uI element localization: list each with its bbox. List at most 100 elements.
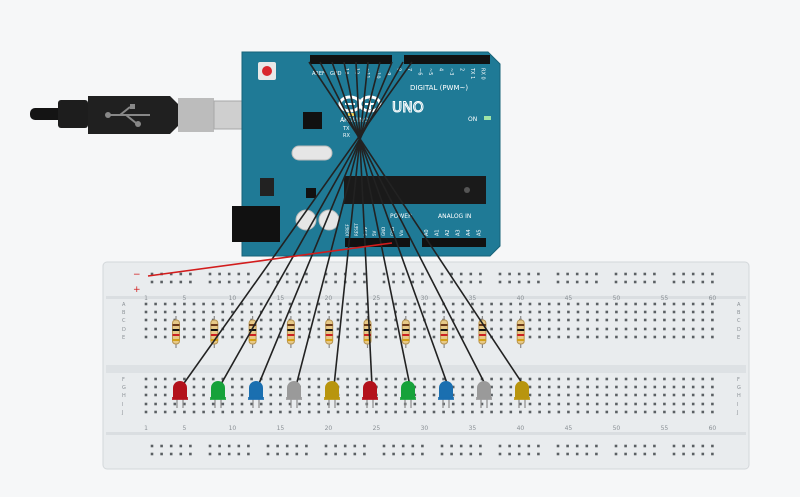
rail-hole[interactable]: [382, 280, 386, 284]
hole[interactable]: [336, 402, 340, 406]
rail-hole[interactable]: [237, 444, 241, 448]
hole[interactable]: [375, 410, 378, 414]
hole[interactable]: [528, 377, 532, 381]
hole[interactable]: [240, 402, 244, 406]
rail-hole[interactable]: [189, 272, 192, 276]
hole[interactable]: [403, 377, 407, 381]
hole[interactable]: [499, 410, 503, 414]
hole[interactable]: [528, 385, 532, 389]
hole[interactable]: [144, 327, 148, 331]
signal-wire[interactable]: [331, 61, 449, 387]
rail-hole[interactable]: [566, 444, 569, 448]
hole[interactable]: [691, 302, 695, 306]
hole[interactable]: [279, 393, 282, 397]
hole[interactable]: [595, 410, 599, 414]
hole[interactable]: [499, 385, 503, 389]
rail-hole[interactable]: [324, 444, 328, 448]
hole[interactable]: [192, 410, 196, 414]
hole[interactable]: [509, 377, 513, 381]
hole[interactable]: [336, 335, 340, 339]
hole[interactable]: [557, 385, 561, 389]
rail-hole[interactable]: [247, 280, 250, 284]
hole[interactable]: [317, 402, 321, 406]
hole[interactable]: [547, 310, 551, 314]
hole[interactable]: [634, 318, 637, 322]
hole[interactable]: [672, 310, 676, 314]
hole[interactable]: [547, 302, 551, 306]
hole[interactable]: [499, 318, 503, 322]
rail-hole[interactable]: [701, 452, 705, 456]
rail-hole[interactable]: [508, 444, 511, 448]
hole[interactable]: [595, 302, 599, 306]
hole[interactable]: [576, 410, 580, 414]
hole[interactable]: [557, 410, 561, 414]
hole[interactable]: [269, 327, 273, 331]
hole[interactable]: [634, 310, 637, 314]
rail-hole[interactable]: [624, 452, 627, 456]
hole[interactable]: [490, 377, 493, 381]
rail-hole[interactable]: [150, 444, 154, 448]
hole[interactable]: [509, 410, 513, 414]
rail-hole[interactable]: [266, 280, 270, 284]
hole[interactable]: [557, 327, 561, 331]
hole[interactable]: [432, 402, 436, 406]
hole[interactable]: [701, 385, 705, 389]
rail-hole[interactable]: [614, 272, 618, 276]
hole[interactable]: [567, 318, 570, 322]
hole[interactable]: [528, 335, 532, 339]
hole[interactable]: [701, 318, 705, 322]
hole[interactable]: [269, 377, 273, 381]
hole[interactable]: [519, 310, 522, 314]
hole[interactable]: [423, 385, 426, 389]
hole[interactable]: [663, 377, 666, 381]
hole[interactable]: [442, 310, 445, 314]
rail-hole[interactable]: [324, 280, 328, 284]
hole[interactable]: [355, 402, 359, 406]
hole[interactable]: [202, 302, 205, 306]
rail-hole[interactable]: [643, 280, 647, 284]
hole[interactable]: [144, 335, 148, 339]
rail-hole[interactable]: [624, 280, 627, 284]
hole[interactable]: [144, 385, 148, 389]
hole[interactable]: [605, 302, 609, 306]
hole[interactable]: [605, 327, 609, 331]
hole[interactable]: [538, 318, 541, 322]
rail-hole[interactable]: [247, 444, 250, 448]
rail-hole[interactable]: [527, 272, 531, 276]
signal-wire[interactable]: [219, 61, 404, 387]
hole[interactable]: [163, 318, 167, 322]
led-red[interactable]: [172, 381, 188, 408]
hole[interactable]: [624, 402, 628, 406]
hole[interactable]: [423, 402, 426, 406]
hole[interactable]: [307, 302, 311, 306]
hole[interactable]: [192, 377, 196, 381]
hole[interactable]: [202, 393, 205, 397]
hole[interactable]: [432, 302, 436, 306]
hole[interactable]: [298, 402, 301, 406]
hole[interactable]: [509, 402, 513, 406]
hole[interactable]: [528, 402, 532, 406]
hole[interactable]: [279, 402, 282, 406]
hole[interactable]: [144, 377, 148, 381]
rail-hole[interactable]: [517, 280, 521, 284]
hole[interactable]: [231, 410, 234, 414]
hole[interactable]: [240, 335, 244, 339]
rail-hole[interactable]: [411, 444, 415, 448]
rail-hole[interactable]: [469, 272, 473, 276]
rail-hole[interactable]: [353, 280, 357, 284]
hole[interactable]: [586, 410, 589, 414]
rail-hole[interactable]: [566, 452, 569, 456]
hole[interactable]: [634, 402, 637, 406]
hole[interactable]: [471, 410, 474, 414]
hole[interactable]: [663, 393, 666, 397]
hole[interactable]: [663, 327, 666, 331]
hole[interactable]: [442, 377, 445, 381]
rail-hole[interactable]: [527, 280, 531, 284]
hole[interactable]: [643, 335, 647, 339]
hole[interactable]: [250, 410, 253, 414]
rail-hole[interactable]: [411, 452, 415, 456]
usb-cable[interactable]: [30, 96, 245, 134]
hole[interactable]: [288, 302, 292, 306]
hole[interactable]: [192, 393, 196, 397]
hole[interactable]: [461, 393, 465, 397]
